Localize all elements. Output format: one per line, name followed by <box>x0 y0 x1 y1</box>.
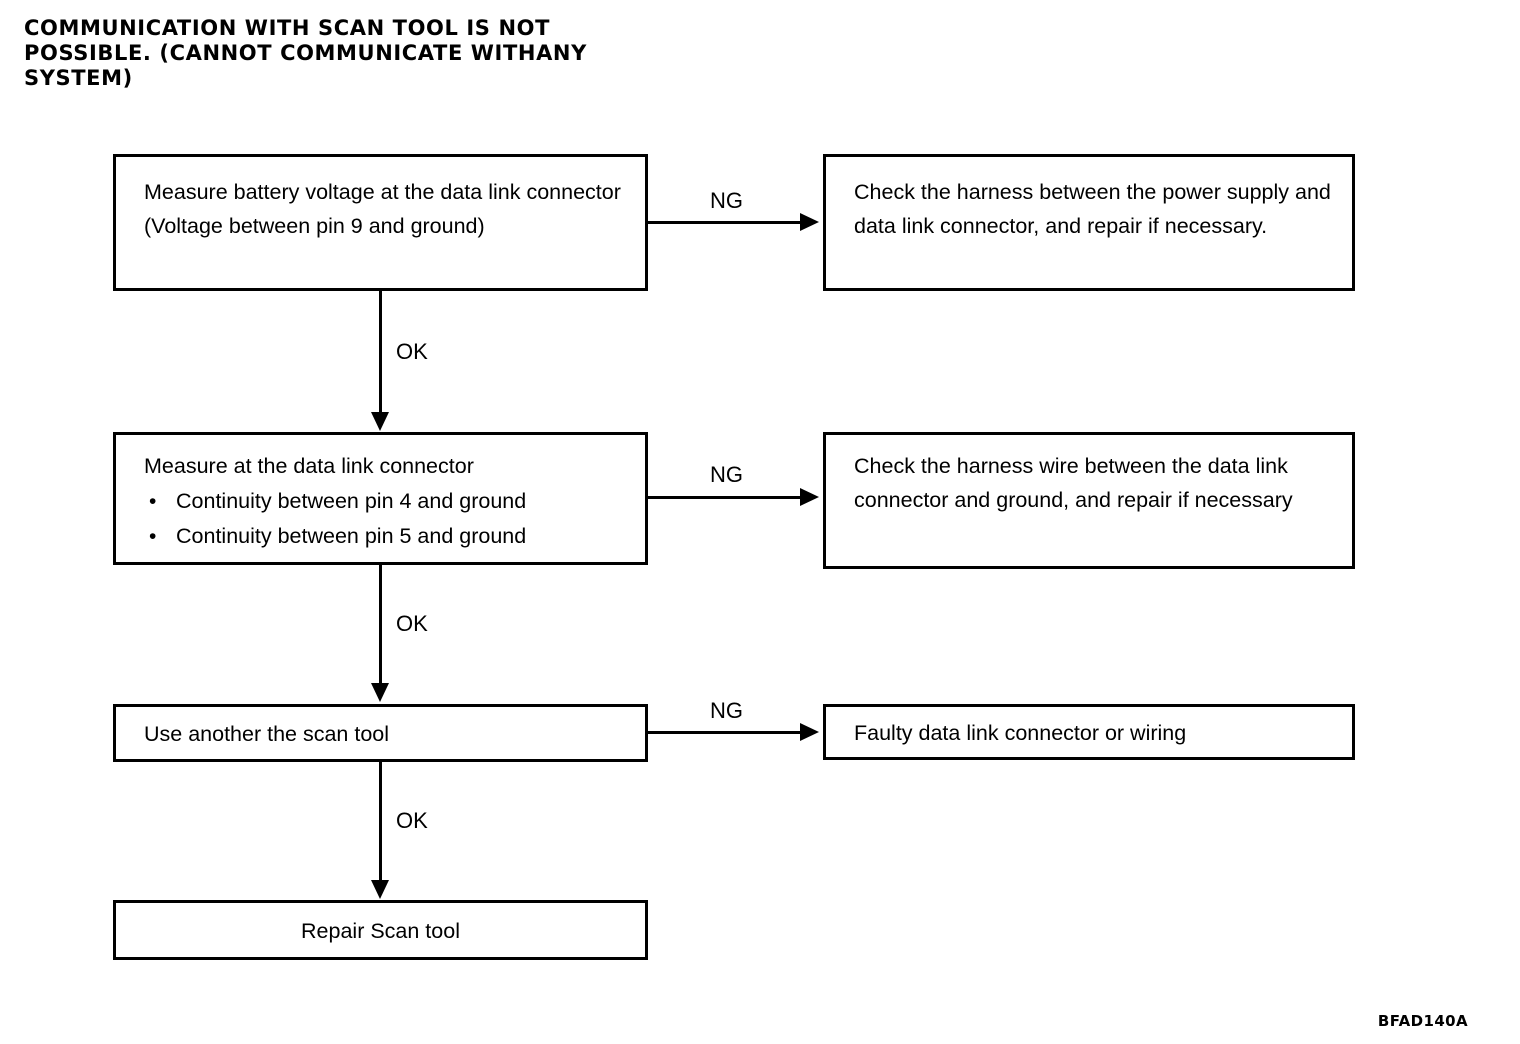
flow-step-3-text: Use another the scan tool <box>144 722 390 746</box>
page-title: COMMUNICATION WITH SCAN TOOL IS NOT POSS… <box>24 16 595 90</box>
flow-step-3-box: Use another the scan tool <box>113 704 648 762</box>
flow-step-4-text: Repair Scan tool <box>301 919 460 943</box>
flow-outcome-2-box: Check the harness wire between the data … <box>823 432 1355 569</box>
flow-outcome-3-text: Faulty data link connector or wiring <box>854 721 1187 745</box>
flow-outcome-2-text: Check the harness wire between the data … <box>854 454 1294 512</box>
flow-step-2-list: Measure at the data link connector Conti… <box>144 449 635 554</box>
flow-step-2-bullet-2: Continuity between pin 5 and ground <box>144 519 635 554</box>
flow-step-1-box: Measure battery voltage at the data link… <box>113 154 648 291</box>
flow-outcome-1-text: Check the harness between the power supp… <box>854 180 1337 238</box>
flow-step-1-text: Measure battery voltage at the data link… <box>144 180 621 238</box>
flow-outcome-1-box: Check the harness between the power supp… <box>823 154 1355 291</box>
ok-label-2: OK <box>396 611 428 636</box>
ok-label-1: OK <box>396 339 428 364</box>
ng-connector-3-line <box>648 731 803 734</box>
ok-label-3: OK <box>396 808 428 833</box>
ok-connector-3-arrowhead <box>371 880 389 899</box>
flow-step-2-header: Measure at the data link connector <box>144 454 474 478</box>
ng-connector-2-arrowhead <box>800 488 819 506</box>
ok-connector-2-arrowhead <box>371 683 389 702</box>
figure-code: BFAD140A <box>1377 1012 1468 1030</box>
flow-step-4-box: Repair Scan tool <box>113 900 648 960</box>
flow-step-2-bullet-1: Continuity between pin 4 and ground <box>144 484 635 519</box>
ng-connector-3-arrowhead <box>800 723 819 741</box>
ng-label-3: NG <box>710 698 743 723</box>
ng-connector-1-line <box>648 221 803 224</box>
ok-connector-1-arrowhead <box>371 412 389 431</box>
ng-label-2: NG <box>710 462 743 487</box>
ok-connector-2-line <box>379 565 382 685</box>
ng-connector-1-arrowhead <box>800 213 819 231</box>
flow-step-2-box: Measure at the data link connector Conti… <box>113 432 648 565</box>
ok-connector-1-line <box>379 291 382 414</box>
flow-outcome-3-box: Faulty data link connector or wiring <box>823 704 1355 760</box>
ng-connector-2-line <box>648 496 803 499</box>
ok-connector-3-line <box>379 762 382 882</box>
ng-label-1: NG <box>710 188 743 213</box>
